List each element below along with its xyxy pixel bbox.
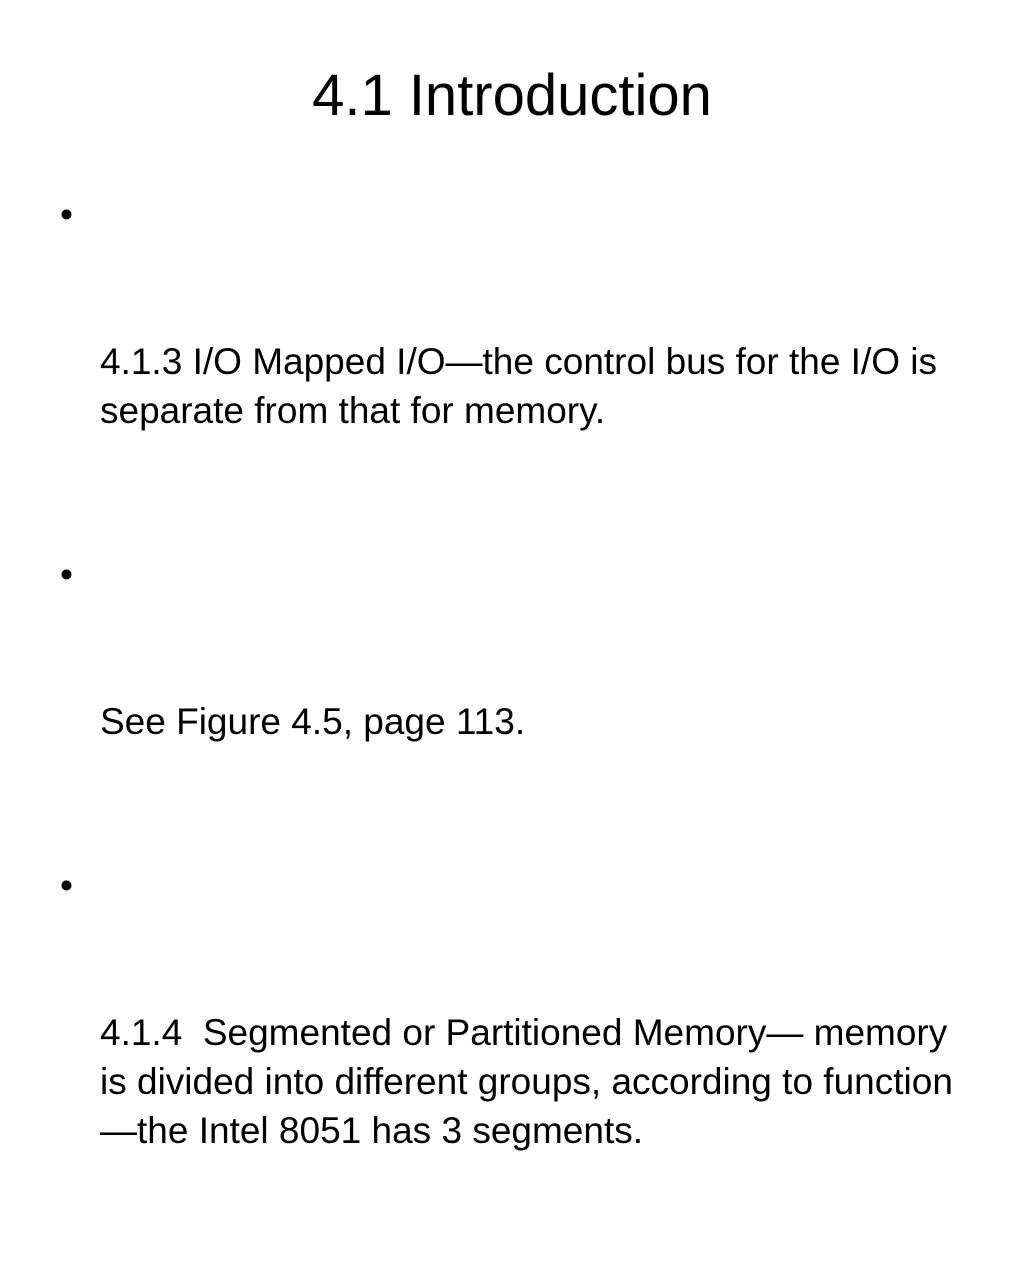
bullet-item: • 4.1.4 Segmented or Partitioned Memory—… xyxy=(60,861,970,1253)
bullet-text: 4.1.4 Segmented or Partitioned Memory— m… xyxy=(100,1012,958,1151)
bullet-text: 4.1.3 I/O Mapped I/O—the control bus for… xyxy=(100,341,948,431)
bullet-marker: • xyxy=(60,194,73,235)
bullet-marker: • xyxy=(60,865,73,906)
bullet-item: • See Figure 4.5, page 113. xyxy=(60,550,970,844)
bullet-list: • 4.1.3 I/O Mapped I/O—the control bus f… xyxy=(60,190,970,1270)
slide: 4.1 Introduction • 4.1.3 I/O Mapped I/O—… xyxy=(60,63,953,1151)
bullet-text: See Figure 4.5, page 113. xyxy=(100,701,526,742)
bullet-marker: • xyxy=(60,554,73,595)
bullet-item: • 4.1.3 I/O Mapped I/O—the control bus f… xyxy=(60,190,970,533)
slide-title: 4.1 Introduction xyxy=(312,63,712,128)
